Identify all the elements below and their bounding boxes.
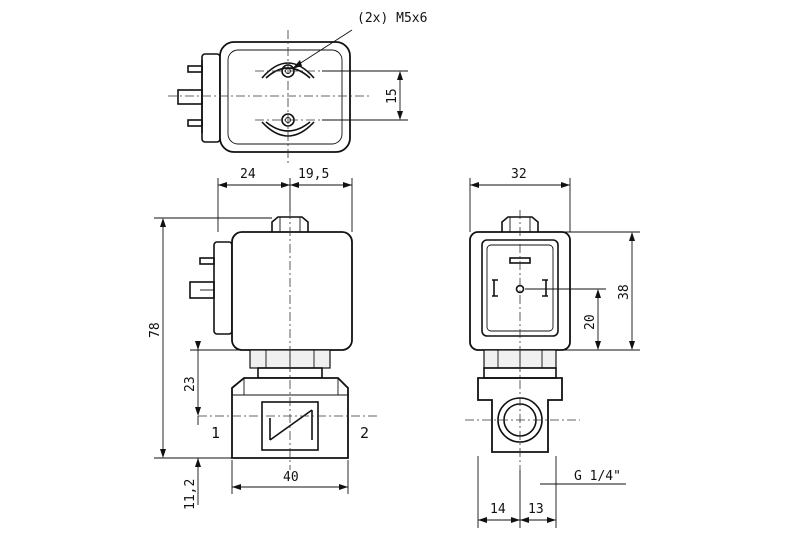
- dim-body-height-label: 23: [183, 376, 198, 392]
- dim-top-spacing-label: 15: [385, 88, 400, 104]
- top-view: (2x) M5x6 15: [168, 11, 427, 165]
- dim-front-widths: 24 19,5: [217, 167, 353, 232]
- dim-side-height: 38: [560, 231, 640, 351]
- port-inlet-label: 1: [211, 424, 220, 442]
- dim-side-connector-height: 20: [525, 288, 606, 350]
- dim-side-connector-height-label: 20: [583, 314, 598, 330]
- dim-base-offset-label: 11,2: [183, 479, 198, 510]
- dim-top-spacing: 15: [322, 70, 408, 121]
- dim-side-height-label: 38: [617, 284, 632, 300]
- top-view-coil: [219, 41, 351, 153]
- side-view: 32: [465, 167, 640, 528]
- front-view-coil: [231, 231, 353, 351]
- dim-front-right-label: 19,5: [298, 167, 329, 182]
- dim-side-bottom-left-label: 14: [490, 502, 506, 517]
- dim-base-offset: 11,2: [183, 458, 201, 510]
- top-view-terminals: [177, 53, 221, 143]
- dim-front-left-label: 24: [240, 167, 256, 182]
- dim-side-width: 32: [469, 167, 571, 232]
- dim-body-width-label: 40: [283, 470, 299, 485]
- dim-side-bottom-right-label: 13: [528, 502, 544, 517]
- front-view: 24 19,5 1 2: [148, 167, 378, 510]
- dim-side-width-label: 32: [511, 167, 527, 182]
- dim-total-height-label: 78: [148, 322, 163, 338]
- port-outlet-label: 2: [360, 424, 369, 442]
- dim-body-width: 40: [231, 460, 349, 494]
- dim-body-height: 23: [183, 341, 250, 425]
- pipe-thread-callout: G 1/4": [574, 469, 621, 484]
- dim-total-height: 78: [148, 217, 272, 459]
- dim-side-bottom: 14 13: [477, 456, 557, 528]
- thread-callout: (2x) M5x6: [357, 11, 427, 26]
